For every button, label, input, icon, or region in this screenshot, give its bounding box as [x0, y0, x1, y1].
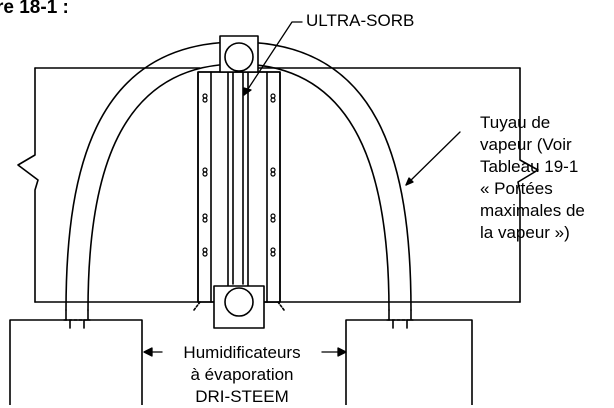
humidifier-left: [9, 319, 143, 405]
steam-pipe-leader: [405, 131, 461, 186]
figure-heading: re 18-1 :: [0, 0, 69, 18]
steam-pipe-label-line: « Portées: [480, 179, 553, 198]
steam-pipe-label-line: maximales de: [480, 201, 585, 220]
ultra-sorb-label: ULTRA-SORB: [306, 11, 415, 30]
humidifiers-label-line: à évaporation: [190, 365, 294, 384]
steam-pipe-label-line: Tableau 19-1: [480, 157, 579, 176]
steam-pipe-label-line: la vapeur »): [480, 223, 570, 242]
ultra-sorb-manifold: [193, 35, 285, 329]
steam-pipe-label-line: vapeur (Voir: [480, 135, 572, 154]
steam-pipe-label-line: Tuyau de: [480, 113, 551, 132]
humidifiers-label-line: Humidificateurs: [183, 343, 301, 362]
humidifier-right: [345, 319, 473, 405]
steam-pipe-label: Tuyau de vapeur (Voir Tableau 19-1 « Por…: [480, 112, 585, 244]
humidifiers-arrows: [143, 347, 347, 357]
humidifiers-label: Humidificateurs à évaporation DRI-STEEM: [162, 342, 322, 408]
humidifiers-label-line: DRI-STEEM: [195, 387, 289, 406]
air-duct: [17, 67, 539, 303]
ultra-sorb-leader: [243, 21, 303, 96]
